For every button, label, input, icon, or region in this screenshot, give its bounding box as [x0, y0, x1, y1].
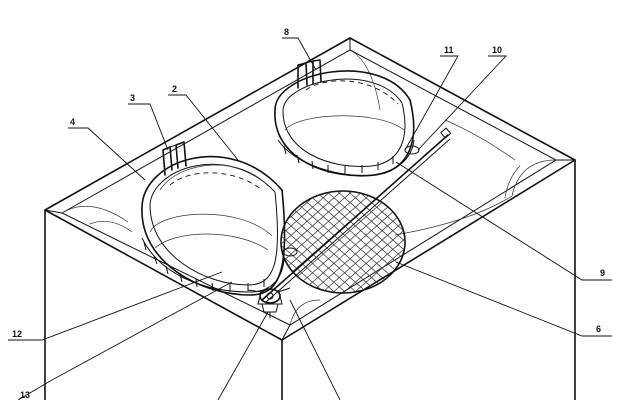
mesh-screen — [280, 190, 406, 294]
label-2: 2 — [172, 84, 177, 94]
reference-numerals: 8 3 2 4 11 10 9 6 12 13 — [12, 27, 605, 400]
tank-outer-rim — [44, 37, 576, 341]
mesh-grid — [281, 191, 405, 293]
leader-10 — [417, 55, 508, 151]
front-ring-top-outer — [141, 155, 283, 209]
back-ring-body-inner — [282, 102, 406, 168]
rod-upper-line — [261, 134, 449, 301]
leader-4 — [68, 127, 146, 181]
label-13: 13 — [20, 390, 30, 400]
leader-2 — [168, 94, 239, 161]
leader-9 — [395, 161, 612, 281]
label-9: 9 — [600, 268, 605, 278]
label-11: 11 — [444, 45, 454, 55]
front-ring-body-inner — [149, 191, 279, 286]
tank-inner-rim — [60, 49, 558, 326]
back-ring-top-outer — [274, 70, 411, 111]
leader-12 — [8, 271, 223, 341]
leader-11 — [404, 55, 459, 151]
leader-3 — [128, 103, 169, 151]
back-ring — [274, 59, 415, 177]
leader-bracket — [289, 299, 341, 400]
motor-body — [261, 303, 279, 313]
label-12: 12 — [12, 329, 22, 339]
label-10: 10 — [492, 45, 502, 55]
rod-end-cap — [440, 127, 452, 139]
back-ring-slots — [283, 145, 394, 174]
front-ring-top-inner — [149, 163, 276, 206]
back-ring-slot-tab — [297, 59, 322, 89]
label-8: 8 — [284, 27, 289, 37]
leader-6 — [395, 261, 612, 337]
tank-box — [44, 37, 576, 400]
label-4: 4 — [70, 117, 75, 127]
drive-rod — [261, 127, 452, 303]
leader-motor — [217, 311, 269, 400]
front-ring-slots — [143, 241, 265, 292]
back-ring-top-inner — [282, 78, 403, 111]
motor-assembly — [247, 287, 291, 318]
leader-13 — [17, 281, 233, 400]
mesh-outline — [280, 190, 406, 294]
motor-gear — [259, 288, 281, 304]
front-ring — [141, 141, 286, 296]
rod-pivot-front — [282, 247, 298, 257]
leader-8 — [282, 37, 317, 71]
leader-lines — [8, 37, 612, 400]
label-3: 3 — [130, 93, 135, 103]
rod-lower-line — [265, 138, 451, 303]
label-6: 6 — [596, 324, 601, 334]
back-ring-body-outer — [274, 99, 415, 177]
front-ring-body-outer — [141, 189, 286, 296]
